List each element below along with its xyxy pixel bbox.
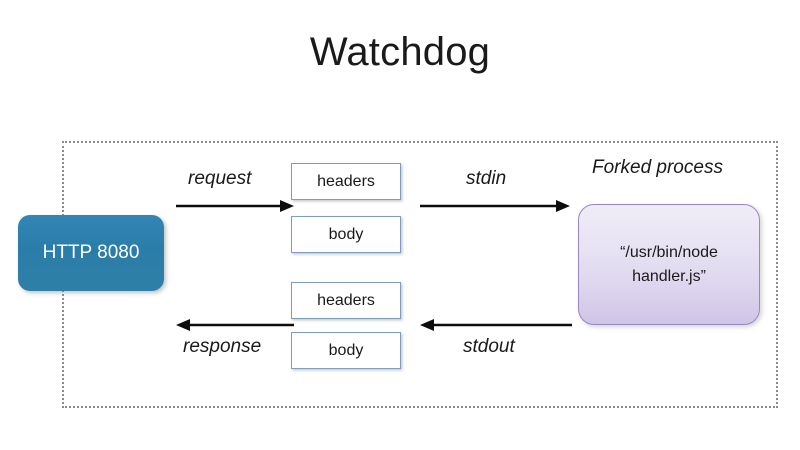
forked-process-command-line2: handler.js” — [632, 267, 706, 285]
page-title: Watchdog — [309, 30, 491, 74]
stdin-label: stdin — [466, 168, 507, 189]
response-body-box[interactable]: body — [291, 332, 401, 369]
response-arrow-icon — [176, 319, 294, 331]
forked-process-node[interactable]: “/usr/bin/node handler.js” — [578, 204, 760, 325]
request-headers-label: headers — [317, 172, 375, 190]
http-listener-node[interactable]: HTTP 8080 — [18, 215, 164, 291]
stdin-arrow-icon — [420, 200, 570, 212]
forked-process-command-line1: “/usr/bin/node — [620, 244, 718, 262]
stdout-arrow-icon — [420, 319, 572, 331]
response-label: response — [183, 336, 262, 357]
request-headers-box[interactable]: headers — [291, 163, 401, 200]
stdout-label: stdout — [463, 336, 515, 357]
request-arrow-icon — [176, 200, 294, 212]
request-label: request — [188, 168, 252, 189]
request-body-box[interactable]: body — [291, 216, 401, 253]
request-body-label: body — [328, 225, 364, 243]
response-body-label: body — [328, 341, 364, 359]
forked-process-label: Forked process — [592, 157, 723, 178]
forked-process-command: “/usr/bin/node handler.js” — [620, 241, 718, 287]
response-headers-label: headers — [317, 291, 375, 309]
http-listener-label: HTTP 8080 — [42, 242, 140, 263]
response-headers-box[interactable]: headers — [291, 282, 401, 319]
